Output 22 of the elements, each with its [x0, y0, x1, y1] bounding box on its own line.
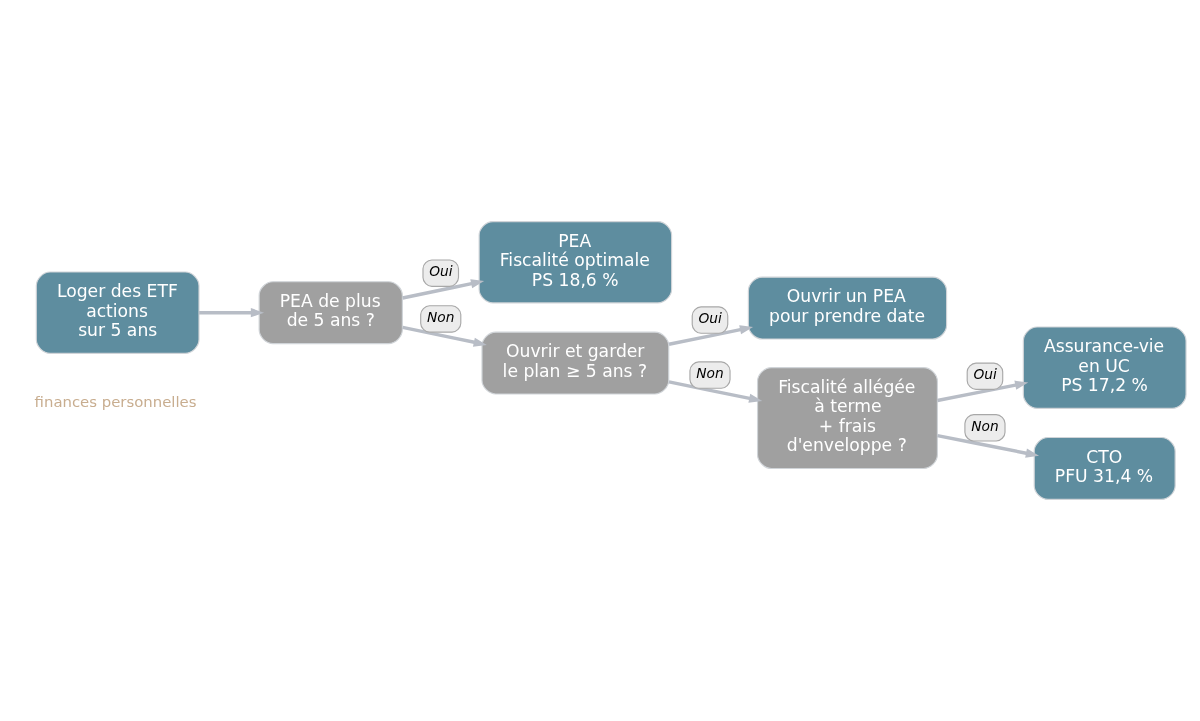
- node-box: Ouvrir et garder le plan ≥ 5 ans ?: [481, 331, 670, 395]
- arrow: [402, 325, 487, 347]
- edge-label: Non: [971, 417, 999, 434]
- arrow: [937, 380, 1029, 403]
- edge-label: Oui: [429, 263, 453, 280]
- node-box: Fiscalité allégée à terme + frais d'enveloppe ?: [756, 367, 938, 470]
- edge-label: Oui: [973, 366, 997, 383]
- arrow: [937, 433, 1040, 458]
- arrow: [668, 380, 763, 403]
- node-box: PEA de plus de 5 ans ?: [258, 281, 403, 345]
- node-box: CTO PFU 31,4 %: [1033, 436, 1176, 500]
- arrow: [668, 325, 754, 346]
- node-box: Loger des ETF actions sur 5 ans: [35, 271, 200, 354]
- arrow: [402, 279, 485, 300]
- label: finances personnelles: [34, 393, 197, 412]
- node-box: PEA Fiscalité optimale PS 18,6 %: [478, 221, 673, 304]
- arrow: [199, 308, 265, 318]
- node-box: Ouvrir un PEA pour prendre date: [747, 276, 948, 340]
- edge-label: Non: [696, 365, 724, 382]
- edge-label: Non: [427, 308, 455, 325]
- edge-label: Oui: [698, 310, 722, 327]
- node-box: Assurance-vie en UC PS 17,2 %: [1022, 326, 1187, 409]
